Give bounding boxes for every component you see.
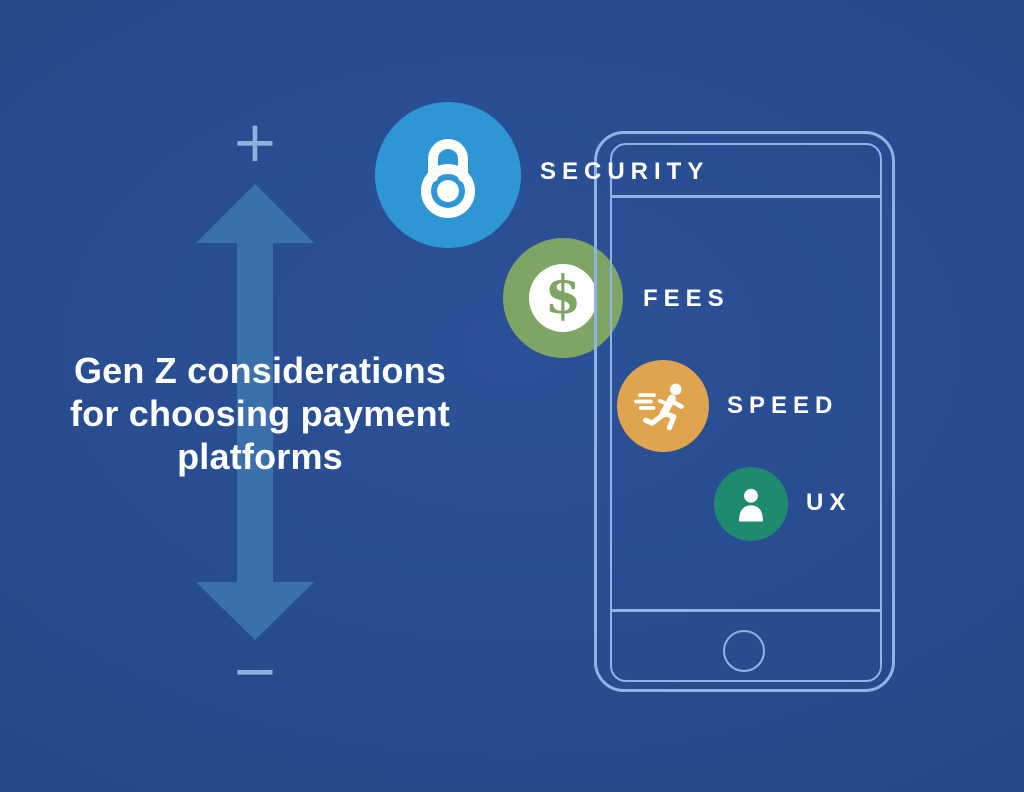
speed-label: SPEED bbox=[727, 392, 839, 419]
plus-icon: + bbox=[231, 110, 279, 175]
dollar-symbol: $ bbox=[544, 265, 582, 326]
phone-body-outline bbox=[594, 131, 895, 692]
fees-bubble: $ bbox=[503, 238, 623, 358]
security-label: SECURITY bbox=[540, 158, 710, 185]
phone-screen-outline bbox=[610, 143, 882, 682]
title-line-1: Gen Z considerations bbox=[73, 350, 447, 391]
runner-icon bbox=[634, 383, 684, 431]
title-line-3: platforms bbox=[177, 436, 343, 477]
security-bubble bbox=[375, 102, 521, 248]
person-icon bbox=[739, 488, 763, 522]
phone-screen-bottom-divider bbox=[611, 609, 881, 612]
dollar-icon: $ bbox=[529, 264, 597, 332]
title-line-2: for choosing payment bbox=[69, 393, 451, 434]
phone-home-button bbox=[723, 630, 765, 672]
minus-icon: − bbox=[231, 639, 279, 704]
speed-bubble bbox=[617, 360, 709, 452]
ux-bubble bbox=[714, 467, 788, 541]
ux-label: UX bbox=[806, 489, 852, 516]
phone-screen-top-divider bbox=[611, 195, 881, 198]
page-title: Gen Z considerations for choosing paymen… bbox=[58, 349, 462, 478]
lock-icon bbox=[421, 139, 475, 218]
fees-label: FEES bbox=[643, 285, 730, 312]
